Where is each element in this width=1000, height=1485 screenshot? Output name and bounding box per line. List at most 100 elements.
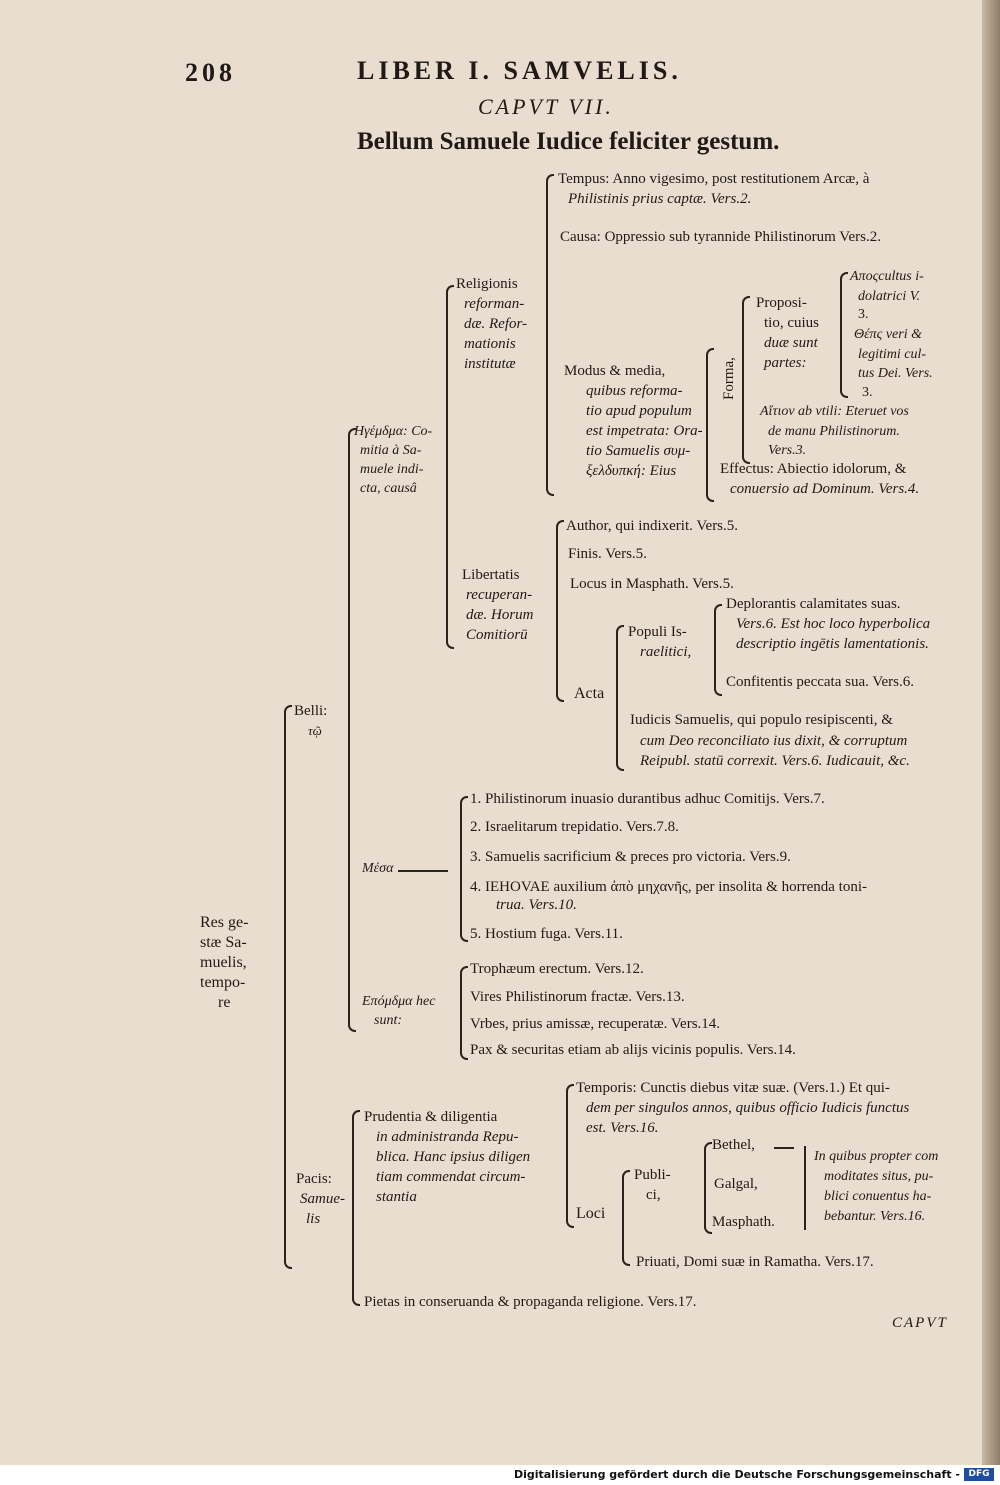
- hegemona-brace: [446, 285, 454, 649]
- epomena-item: Vires Philistinorum fractæ. Vers.13.: [470, 989, 685, 1005]
- deplorantis-line: Deplorantis calamitates suas.: [726, 596, 901, 612]
- iudicis-line: cum Deo reconciliato ius dixit, & corrup…: [640, 733, 908, 749]
- publici-brace: [704, 1142, 712, 1234]
- mesa-item: trua. Vers.10.: [496, 897, 577, 913]
- hegemona-line: Ηγέμδμα: Co-: [354, 424, 433, 439]
- religionis-line: reforman-: [464, 296, 525, 312]
- effectus-line: Effectus: Abiectio idolorum, &: [720, 461, 907, 477]
- prudentia-line: in administranda Repu-: [376, 1129, 519, 1145]
- aition-line: Αἴτιον ab vtili: Eteruet vos: [760, 404, 909, 419]
- epomena-item: Pax & securitas etiam ab alijs vicinis p…: [470, 1042, 796, 1058]
- root-brace: [284, 705, 292, 1269]
- mesa-label: Μέσα: [362, 861, 394, 876]
- root-line: Res ge-: [200, 914, 249, 931]
- belli-brace: [348, 428, 356, 1032]
- causa-line: Causa: Oppressio sub tyrannide Philistin…: [560, 229, 881, 245]
- propositio-brace: [840, 272, 848, 398]
- mesa-item: 5. Hostium fuga. Vers.11.: [470, 926, 623, 942]
- page-title: Bellum Samuele Iudice feliciter gestum.: [357, 128, 780, 155]
- acta-label: Acta: [574, 685, 605, 702]
- iudicis-line: Reipubl. statū correxit. Vers.6. Iudicau…: [640, 753, 910, 769]
- propositio-line: duæ sunt: [764, 335, 818, 351]
- deplorantis-line: descriptio ingētis lamentationis.: [736, 636, 929, 652]
- epomena-line: Επόμδμα hec: [362, 994, 436, 1009]
- prudentia-brace: [566, 1084, 574, 1228]
- temporis-line: est. Vers.16.: [586, 1120, 659, 1136]
- belli-label: Belli:: [294, 703, 328, 719]
- part-two-line: Θέπς veri &: [854, 327, 922, 342]
- pacis-line: lis: [306, 1211, 321, 1227]
- part-one-line: 3.: [858, 307, 869, 322]
- epomena-line: sunt:: [374, 1013, 402, 1028]
- populi-line: raelitici,: [640, 644, 692, 660]
- root-line: stæ Sa-: [200, 934, 247, 951]
- modus-line: Modus & media,: [564, 363, 666, 379]
- iudicis-line: Iudicis Samuelis, qui populo resipiscent…: [630, 712, 893, 728]
- mesa-item: 3. Samuelis sacrificium & preces pro vic…: [470, 849, 791, 865]
- author-line: Author, qui indixerit. Vers.5.: [566, 518, 739, 534]
- epomena-item: Vrbes, prius amissæ, recuperatæ. Vers.14…: [470, 1016, 721, 1032]
- temporis-line: dem per singulos annos, quibus officio I…: [586, 1100, 910, 1116]
- aition-line: de manu Philistinorum.: [768, 424, 900, 439]
- footer-text: Digitalisierung gefördert durch die Deut…: [513, 1468, 960, 1481]
- root-line: muelis,: [200, 954, 247, 971]
- towns-note-line: moditates situs, pu-: [824, 1169, 934, 1184]
- mesa-item: 2. Israelitarum trepidatio. Vers.7.8.: [470, 819, 679, 835]
- towns-connector: [774, 1147, 794, 1149]
- hegemona-line: muele indi-: [360, 462, 424, 477]
- chapter-heading: CAPVT VII.: [478, 94, 614, 119]
- forma-brace: [742, 296, 750, 464]
- prudentia-line: tiam commendat circum-: [376, 1169, 526, 1185]
- belli-label: τῷ: [308, 723, 322, 738]
- epomena-item: Trophæum erectum. Vers.12.: [470, 961, 644, 977]
- modus-brace: [706, 348, 714, 502]
- towns-note-line: blici conuentus ha-: [824, 1189, 932, 1204]
- part-one-line: dolatrici V.: [858, 289, 920, 304]
- religionis-line: mationis: [464, 336, 516, 352]
- tempus-line: Philistinis prius captæ. Vers.2.: [568, 191, 752, 207]
- part-two-line: 3.: [862, 385, 873, 400]
- root-line: tempo-: [200, 974, 246, 991]
- epomena-brace: [460, 966, 468, 1060]
- part-two-line: legitimi cul-: [858, 347, 927, 362]
- libertatis-brace: [556, 520, 564, 702]
- loci-brace: [622, 1170, 630, 1266]
- temporis-line: Temporis: Cunctis diebus vitæ suæ. (Vers…: [576, 1080, 890, 1096]
- libertatis-line: Libertatis: [462, 567, 520, 583]
- mesa-brace: [460, 796, 468, 942]
- page-number: 208: [185, 58, 236, 87]
- catchword: CAPVT: [892, 1315, 948, 1331]
- libertatis-line: dæ. Horum: [466, 607, 534, 623]
- libertatis-line: Comitiorū: [466, 627, 528, 643]
- pacis-brace: [352, 1110, 360, 1306]
- digitization-footer: Digitalisierung gefördert durch die Deut…: [0, 1465, 1000, 1485]
- dfg-logo: DFG: [964, 1468, 994, 1481]
- root-line: re: [218, 994, 231, 1011]
- libertatis-line: recuperan-: [466, 587, 533, 603]
- aition-line: Vers.3.: [768, 443, 807, 458]
- mesa-connector: [398, 870, 448, 872]
- populi-line: Populi Is-: [628, 624, 687, 640]
- religionis-line: Religionis: [456, 276, 518, 292]
- priuati-line: Priuati, Domi suæ in Ramatha. Vers.17.: [636, 1254, 874, 1270]
- modus-line: ξελδυπκή: Eius: [586, 463, 677, 479]
- acta-brace: [616, 625, 624, 771]
- modus-line: tio apud populum: [586, 403, 692, 419]
- propositio-line: tio, cuius: [764, 315, 819, 331]
- publici-line: Publi-: [634, 1167, 671, 1183]
- pietas-line: Pietas in conseruanda & propaganda relig…: [364, 1294, 697, 1310]
- part-one-line: Αποςcultus i-: [850, 269, 924, 284]
- deplorantis-line: Vers.6. Est hoc loco hyperbolica: [736, 616, 931, 632]
- forma-label: Forma,: [721, 357, 737, 400]
- finis-line: Finis. Vers.5.: [568, 546, 647, 562]
- effectus-line: conuersio ad Dominum. Vers.4.: [730, 481, 920, 497]
- mesa-item: 4. IEHOVAE auxilium ἀπὸ μηχανῆς, per ins…: [470, 879, 867, 895]
- pacis-line: Pacis:: [296, 1171, 332, 1187]
- modus-line: quibus reforma-: [586, 383, 683, 399]
- prudentia-line: Prudentia & diligentia: [364, 1109, 498, 1125]
- towns-note-line: bebantur. Vers.16.: [824, 1209, 926, 1224]
- religionis-line: institutæ: [464, 356, 516, 372]
- towns-note-line: In quibus propter com: [814, 1149, 939, 1164]
- populi-brace: [714, 604, 722, 696]
